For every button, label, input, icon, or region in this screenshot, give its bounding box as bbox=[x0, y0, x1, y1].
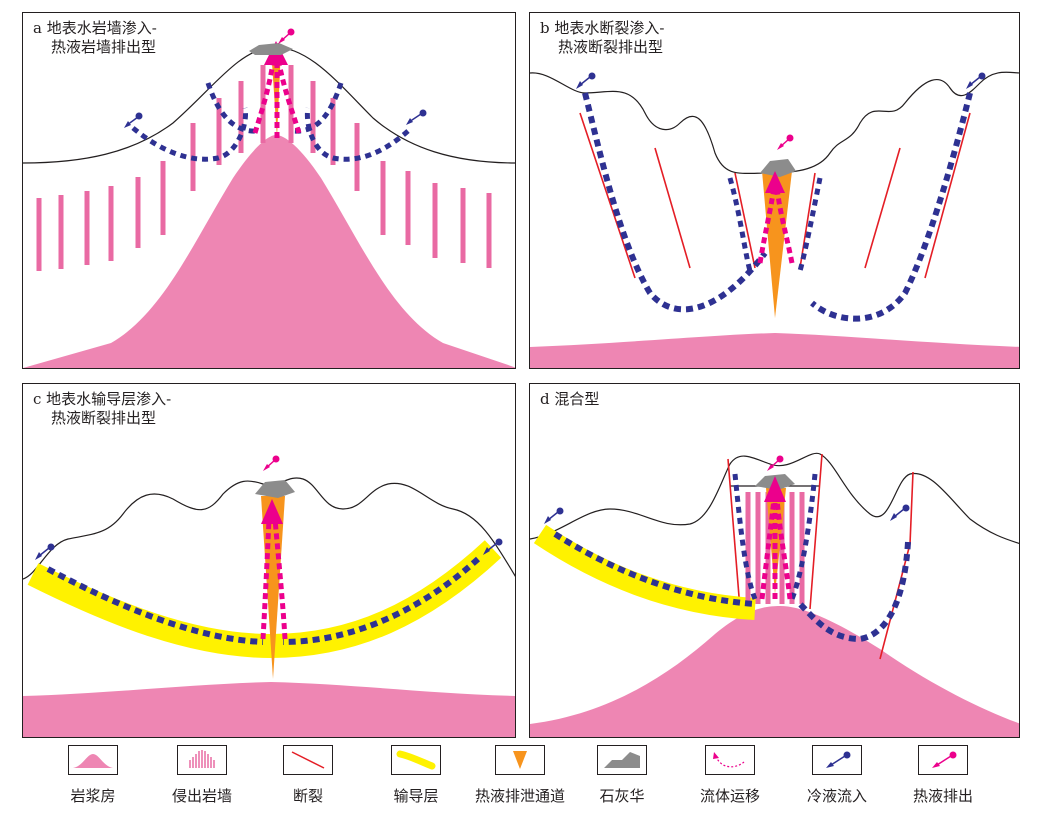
magma-chamber bbox=[23, 135, 515, 368]
panel-a: a 地表水岩墙渗入- 热液岩墙排出型 bbox=[22, 12, 516, 369]
fault-icon bbox=[283, 745, 333, 775]
hot-upflow bbox=[759, 498, 793, 600]
hot-channel bbox=[762, 171, 792, 318]
panel-d-drawing bbox=[530, 452, 1019, 737]
faults bbox=[579, 112, 971, 279]
legend-label: 热液排出 bbox=[912, 787, 973, 805]
cold-inflow-right bbox=[810, 92, 973, 322]
panel-a-title: a 地表水岩墙渗入- 热液岩墙排出型 bbox=[33, 19, 157, 57]
cold-inflow-left-2 bbox=[205, 82, 259, 134]
panel-c: c 地表水输导层渗入- 热液断裂排出型 bbox=[22, 383, 516, 738]
cold-marker-right bbox=[890, 504, 910, 521]
legend-label: 侵出岩墙 bbox=[171, 787, 232, 805]
hot-arrowhead bbox=[261, 499, 283, 524]
legend-label: 岩浆房 bbox=[70, 787, 116, 805]
panel-b-drawing bbox=[530, 71, 1019, 368]
legend-label: 流体运移 bbox=[699, 787, 760, 805]
panel-b-title: b 地表水断裂渗入- 热液断裂排出型 bbox=[540, 19, 664, 57]
legend-label: 冷液流入 bbox=[806, 787, 867, 805]
cold-inflow-inner-left bbox=[727, 177, 753, 272]
panel-b-title-line1: b 地表水断裂渗入- bbox=[540, 19, 665, 37]
cold-inflow-left bbox=[131, 107, 249, 162]
travertine bbox=[760, 159, 796, 177]
legend-item-fluid-migration: 流体运移 bbox=[680, 745, 780, 806]
cold-inflow-inner-right bbox=[797, 177, 823, 272]
panel-d-title: d 混合型 bbox=[540, 390, 599, 409]
panel-d-title-line1: d 混合型 bbox=[540, 390, 600, 408]
legend-item-conduit-layer: 输导层 bbox=[366, 745, 466, 806]
hot-channel bbox=[261, 496, 285, 679]
hot-outflow-marker bbox=[767, 455, 784, 471]
hot-outflow-icon bbox=[918, 745, 968, 775]
legend-label: 热液排泄通道 bbox=[474, 787, 565, 805]
legend-item-fault: 断裂 bbox=[258, 745, 358, 806]
panel-c-title: c 地表水输导层渗入- 热液断裂排出型 bbox=[33, 390, 171, 428]
cold-inflow-inner-right bbox=[789, 473, 818, 600]
conduit-layer bbox=[533, 524, 756, 620]
magma-base bbox=[23, 682, 515, 737]
magma-chamber-icon bbox=[68, 745, 118, 775]
conduit-layer-icon bbox=[391, 745, 441, 775]
travertine-icon bbox=[597, 745, 647, 775]
cold-inflow-right bbox=[282, 556, 481, 645]
hot-outflow-marker bbox=[278, 28, 295, 44]
travertine bbox=[255, 480, 295, 498]
magma-base bbox=[530, 333, 1019, 368]
cold-marker-left bbox=[576, 72, 596, 89]
cold-inflow-right bbox=[797, 541, 911, 643]
legend-item-travertine: 石灰华 bbox=[572, 745, 672, 806]
panel-b-title-line2: 热液断裂排出型 bbox=[558, 38, 664, 56]
legend-item-hot-outflow: 热液排出 bbox=[893, 745, 993, 806]
hot-upflow bbox=[252, 58, 302, 138]
panel-d: d 混合型 bbox=[529, 383, 1020, 738]
cold-inflow-left bbox=[582, 92, 768, 313]
hot-upflow bbox=[757, 187, 795, 264]
panel-c-title-line2: 热液断裂排出型 bbox=[51, 409, 157, 427]
fluid-migration-icon bbox=[705, 745, 755, 775]
hot-upflow bbox=[260, 518, 288, 640]
legend-label: 断裂 bbox=[292, 787, 323, 805]
legend-item-magma-chamber: 岩浆房 bbox=[43, 745, 143, 806]
cold-marker-right bbox=[483, 538, 503, 555]
legend-item-hydrothermal-channel: 热液排泄通道 bbox=[470, 745, 570, 806]
intrusive-dike-icon bbox=[177, 745, 227, 775]
cold-inflow-right bbox=[304, 107, 410, 162]
legend-item-intrusive-dike: 侵出岩墙 bbox=[152, 745, 252, 806]
cold-marker-right bbox=[966, 72, 986, 89]
cold-marker-right bbox=[406, 109, 427, 125]
cold-inflow-icon bbox=[812, 745, 862, 775]
cold-inflow-left bbox=[553, 531, 756, 607]
panel-a-title-line1: a 地表水岩墙渗入- bbox=[33, 19, 157, 37]
panel-b: b 地表水断裂渗入- 热液断裂排出型 bbox=[529, 12, 1020, 369]
legend-label: 输导层 bbox=[393, 787, 439, 805]
hot-arrowhead bbox=[765, 171, 785, 193]
hot-outflow-marker bbox=[777, 134, 794, 150]
cold-marker-left bbox=[124, 112, 143, 128]
legend: 岩浆房 侵出岩墙 断裂 输导层 热液排泄通道 bbox=[0, 745, 1037, 813]
panel-a-title-line2: 热液岩墙排出型 bbox=[51, 38, 157, 56]
panel-a-drawing bbox=[23, 28, 515, 368]
legend-label: 石灰华 bbox=[599, 787, 645, 805]
travertine bbox=[249, 43, 293, 55]
hot-outflow-marker bbox=[263, 455, 280, 471]
cold-inflow-inner-left bbox=[732, 473, 758, 600]
panel-c-drawing bbox=[23, 455, 515, 737]
hydrothermal-channel-icon bbox=[495, 745, 545, 775]
surface-line bbox=[530, 452, 1019, 544]
panel-c-title-line1: c 地表水输导层渗入- bbox=[33, 390, 172, 408]
surface-line bbox=[23, 477, 515, 580]
cold-marker-left bbox=[35, 543, 55, 560]
hot-arrowhead bbox=[764, 476, 786, 502]
magma-chamber bbox=[530, 606, 1019, 737]
surface-line bbox=[530, 71, 1019, 174]
legend-item-cold-inflow: 冷液流入 bbox=[787, 745, 887, 806]
cold-marker-left bbox=[544, 507, 564, 524]
cold-inflow-left bbox=[46, 566, 264, 645]
